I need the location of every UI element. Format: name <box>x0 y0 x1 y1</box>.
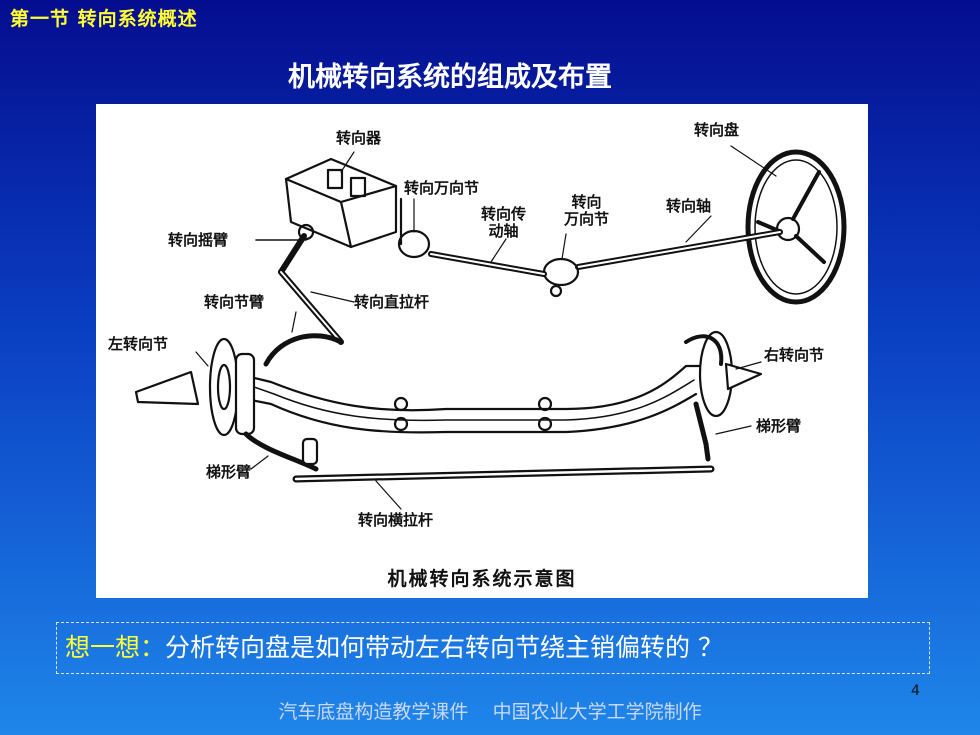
slide-title: 机械转向系统的组成及布置 <box>288 62 612 93</box>
label-steering-universal-joint: 转向万向节 <box>404 179 480 197</box>
question-text: 分析转向盘是如何带动左右转向节绕主销偏转的 ？ <box>165 633 723 662</box>
steering-wheel-spoke <box>794 234 826 264</box>
left-knuckle-flange <box>208 337 240 437</box>
label-universal-joint-2: 转向 万向节 <box>564 193 610 228</box>
label-knuckle-arm: 转向节臂 <box>204 293 265 311</box>
label-trapezoid-arm-left: 梯形臂 <box>206 463 252 481</box>
right-trapezoid-arm <box>693 401 711 462</box>
universal-joint-2 <box>542 257 580 287</box>
universal-joint-1 <box>397 229 431 259</box>
steering-wheel-rim-inner <box>754 159 838 295</box>
section-header: 第一节 转向系统概述 <box>10 8 198 30</box>
page-number: 4 <box>911 683 920 699</box>
steering-wheel-spoke <box>791 170 821 221</box>
label-steering-gear: 转向器 <box>336 129 382 147</box>
front-axle-beam <box>244 364 702 412</box>
label-right-knuckle: 右转向节 <box>764 346 825 364</box>
question-prefix: 想一想： <box>65 633 166 662</box>
diagram-caption: 机械转向系统示意图 <box>387 568 577 590</box>
pitman-arm <box>278 233 307 275</box>
left-trapezoid-arm <box>243 431 319 472</box>
label-steering-shaft: 转向轴 <box>666 197 712 215</box>
steering-system-diagram: 转向器 转向盘 转向万向节 转向传 动轴 转向 万向节 转向轴 转向摇臂 转向节… <box>96 104 868 598</box>
label-tie-rod: 转向横拉杆 <box>358 511 434 529</box>
steering-wheel-rim <box>745 149 847 305</box>
label-steering-wheel: 转向盘 <box>694 121 740 139</box>
footer: 汽车底盘构造教学课件 中国农业大学工学院制作 <box>278 701 702 723</box>
label-left-knuckle: 左转向节 <box>108 335 169 353</box>
steering-wheel-spoke <box>756 220 781 233</box>
label-drag-link: 转向直拉杆 <box>354 293 430 311</box>
diagram-drawing <box>134 145 847 510</box>
knuckle-arm <box>263 333 344 367</box>
label-pitman-arm: 转向摇臂 <box>168 231 229 249</box>
label-trapezoid-arm-right: 梯形臂 <box>756 417 802 435</box>
label-steering-drive-shaft: 转向传 动轴 <box>481 205 527 240</box>
question-box: 想一想：分析转向盘是如何带动左右转向节绕主销偏转的 ？ <box>56 622 930 674</box>
left-knuckle-spindle <box>134 370 200 406</box>
